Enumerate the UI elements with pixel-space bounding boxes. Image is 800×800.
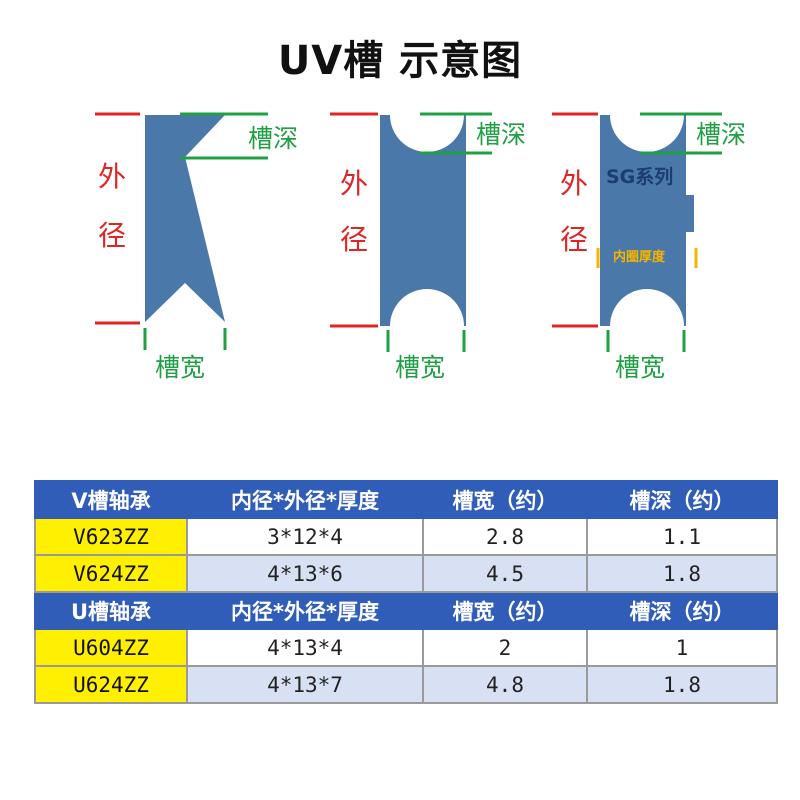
groove-depth-cell: 1.8 — [586, 665, 778, 704]
v-header-model: V槽轴承 — [34, 480, 188, 519]
groove-width-cell: 2 — [422, 628, 588, 667]
groove-width-cell: 2.8 — [422, 517, 588, 556]
spec-table: V槽轴承 内径*外径*厚度 槽宽（约） 槽深（约） V623ZZ 3*12*4 … — [34, 480, 778, 704]
u-header-dimensions: 内径*外径*厚度 — [186, 591, 424, 630]
sg-outer-label-1: 外 — [560, 167, 589, 200]
v-outer-label-1: 外 — [98, 160, 127, 193]
sg-groove-body — [600, 115, 694, 326]
sg-width-label: 槽宽 — [615, 353, 666, 382]
groove-width-cell: 4.5 — [422, 554, 588, 593]
u-groove-body — [380, 115, 466, 326]
groove-depth-cell: 1.8 — [586, 554, 778, 593]
table-row: U624ZZ 4*13*7 4.8 1.8 — [34, 665, 778, 704]
u-outer-label-1: 外 — [340, 167, 369, 200]
v-header-groove-depth: 槽深（约） — [586, 480, 778, 519]
model-cell: V623ZZ — [34, 517, 188, 556]
table-row: V623ZZ 3*12*4 2.8 1.1 — [34, 517, 778, 556]
model-cell: U624ZZ — [34, 665, 188, 704]
u-header-groove-width: 槽宽（约） — [422, 591, 588, 630]
sg-outer-label-2: 径 — [560, 223, 589, 256]
model-cell: V624ZZ — [34, 554, 188, 593]
sg-series-label: SG系列 — [606, 166, 674, 188]
sg-depth-label: 槽深 — [696, 120, 747, 149]
v-header-dimensions: 内径*外径*厚度 — [186, 480, 424, 519]
v-header-row: V槽轴承 内径*外径*厚度 槽宽（约） 槽深（约） — [34, 480, 778, 519]
page-title: UV槽 示意图 — [277, 38, 523, 84]
v-header-groove-width: 槽宽（约） — [422, 480, 588, 519]
u-width-label: 槽宽 — [395, 353, 446, 382]
dimension-cell: 3*12*4 — [186, 517, 424, 556]
groove-depth-cell: 1.1 — [586, 517, 778, 556]
sg-inner-thickness-label: 内圈厚度 — [613, 250, 666, 265]
v-groove-body — [145, 115, 225, 322]
groove-width-cell: 4.8 — [422, 665, 588, 704]
model-cell: U604ZZ — [34, 628, 188, 667]
u-depth-label: 槽深 — [476, 120, 527, 149]
u-header-groove-depth: 槽深（约） — [586, 591, 778, 630]
v-depth-label: 槽深 — [248, 124, 299, 153]
dimension-cell: 4*13*6 — [186, 554, 424, 593]
dimension-cell: 4*13*7 — [186, 665, 424, 704]
groove-diagrams — [95, 112, 722, 352]
dimension-cell: 4*13*4 — [186, 628, 424, 667]
u-header-model: U槽轴承 — [34, 591, 188, 630]
v-outer-label-2: 径 — [98, 219, 127, 252]
table-row: V624ZZ 4*13*6 4.5 1.8 — [34, 554, 778, 593]
v-width-label: 槽宽 — [155, 353, 206, 382]
u-header-row: U槽轴承 内径*外径*厚度 槽宽（约） 槽深（约） — [34, 591, 778, 630]
groove-depth-cell: 1 — [586, 628, 778, 667]
table-row: U604ZZ 4*13*4 2 1 — [34, 628, 778, 667]
u-outer-label-2: 径 — [340, 223, 369, 256]
